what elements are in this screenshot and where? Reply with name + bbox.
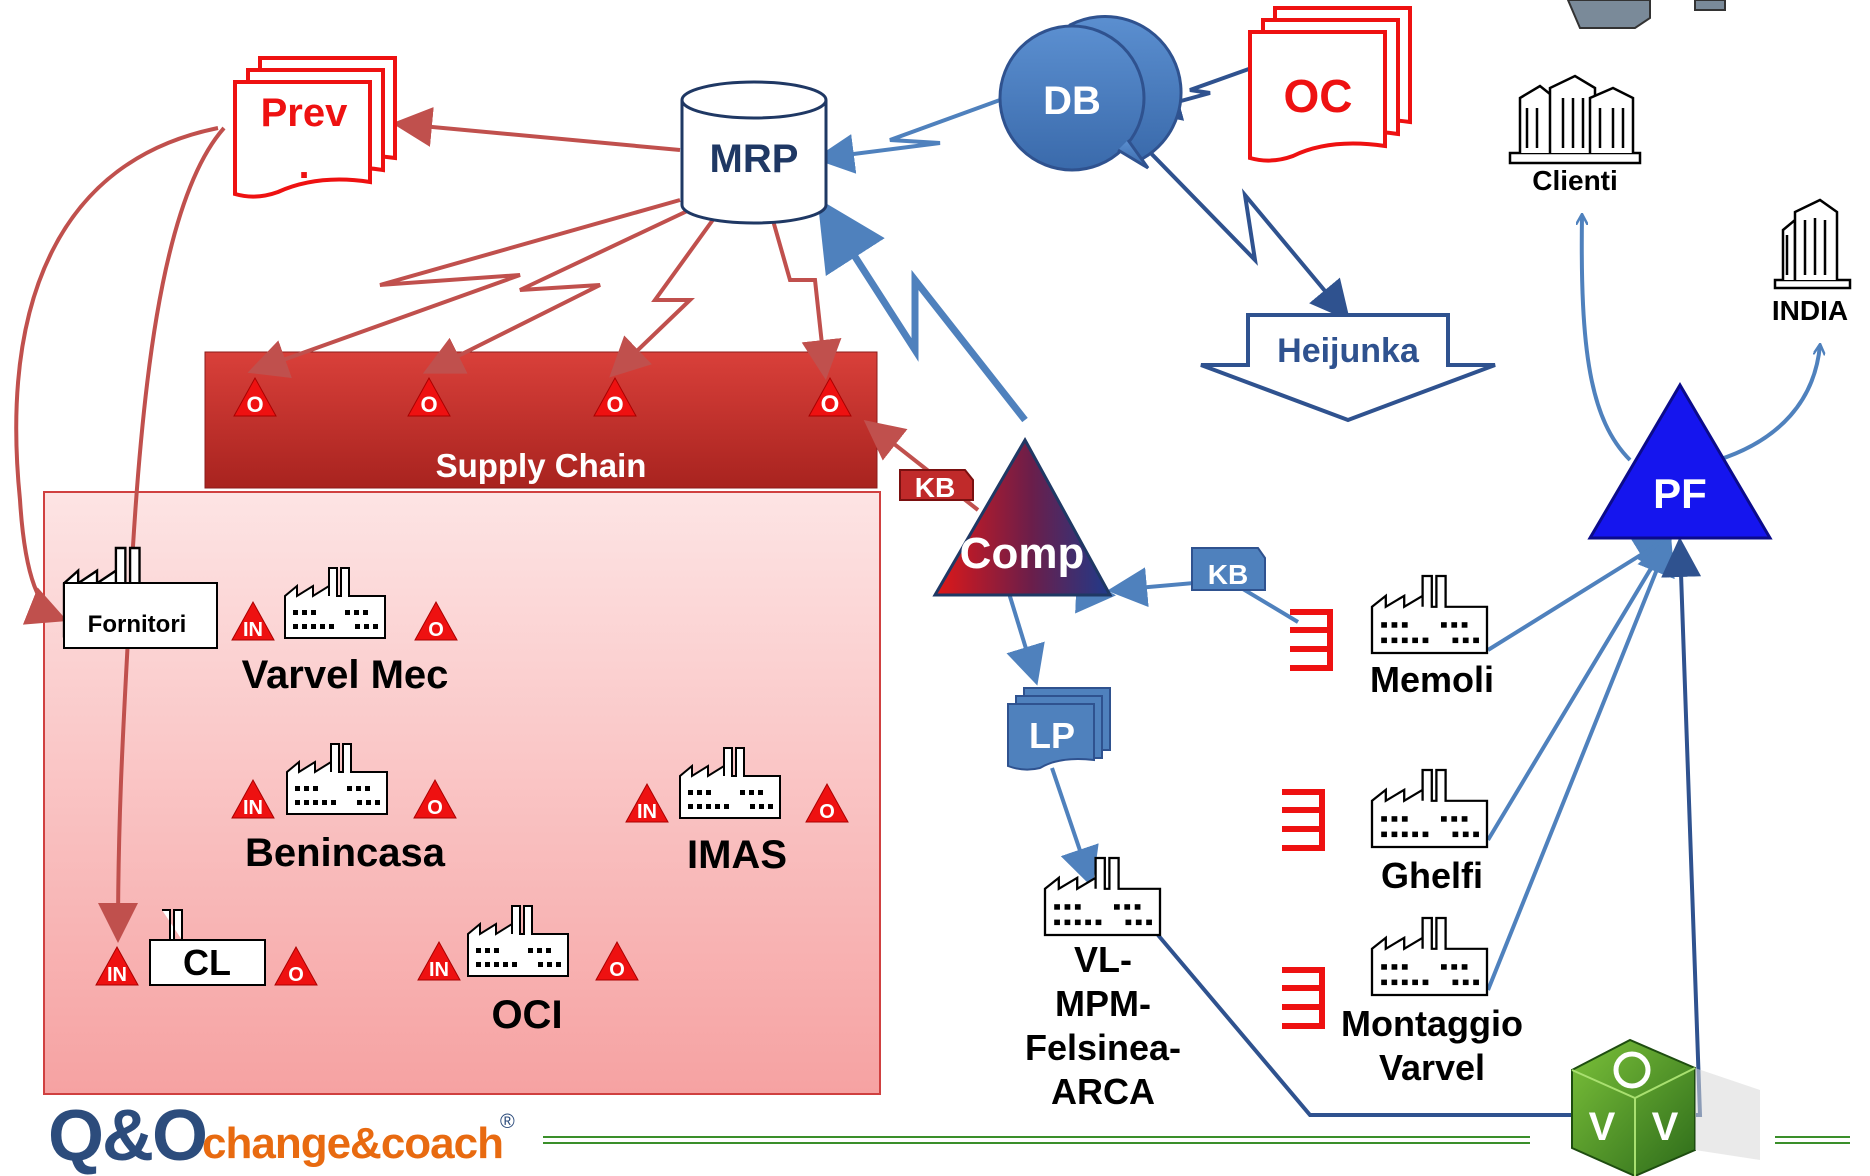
logo-tagline: change&coach [202, 1119, 503, 1168]
in-marker: IN [417, 941, 461, 981]
clienti-label: Clienti [1532, 165, 1618, 196]
svg-text:IN: IN [243, 797, 263, 819]
out-marker: O [595, 941, 639, 981]
buildings-icon [1508, 74, 1642, 165]
vl-group: VL- MPM- Felsinea- ARCA [1025, 856, 1181, 1112]
svg-text:V: V [1652, 1105, 1679, 1149]
factory-icon [1043, 856, 1162, 937]
svg-text:Montaggio: Montaggio [1341, 1003, 1523, 1044]
oci-label: OCI [491, 993, 562, 1037]
mrp-label: MRP [710, 137, 799, 181]
mrp-database: MRP [680, 80, 828, 225]
cl-factory [149, 909, 266, 986]
oc-document: OC [1248, 6, 1412, 163]
memoli-group: Memoli [1290, 574, 1494, 700]
india-label: INDIA [1772, 295, 1848, 326]
oc-label: OC [1284, 70, 1353, 122]
prev-dot: . [298, 143, 309, 187]
lp-node: LP [1007, 687, 1111, 771]
svg-text:V: V [1589, 1105, 1616, 1149]
out-marker: O [414, 601, 458, 641]
logo-reg: ® [500, 1111, 515, 1133]
svg-text:O: O [821, 391, 840, 418]
supply-chain-box [204, 351, 878, 489]
svg-text:O: O [606, 392, 623, 417]
kanban-card-red: KB [899, 469, 974, 503]
cl-label: CL [183, 942, 231, 983]
red-flow-lines [14, 107, 980, 943]
footer-line [543, 1136, 1850, 1144]
svg-text:VL-: VL- [1074, 939, 1132, 980]
ghelfi-label: Ghelfi [1381, 855, 1483, 896]
india-group: INDIA [1772, 198, 1852, 326]
svg-text:O: O [428, 619, 444, 641]
heijunka-label: Heijunka [1277, 332, 1420, 370]
varvel-mec-group: IN O Varvel Mec [231, 567, 458, 697]
imas-label: IMAS [687, 833, 787, 877]
in-marker: IN [231, 601, 275, 641]
db-label: DB [1043, 79, 1101, 123]
factory-icon [1370, 916, 1489, 997]
montaggio-varvel-group: Montaggio Varvel [1282, 916, 1523, 1088]
svg-text:O: O [609, 959, 625, 981]
svg-text:ARCA: ARCA [1051, 1071, 1155, 1112]
out-marker: O [805, 783, 849, 823]
benincasa-label: Benincasa [245, 831, 446, 875]
building-icon [1773, 198, 1852, 290]
svg-text:Felsinea-: Felsinea- [1025, 1027, 1181, 1068]
benincasa-group: IN O Benincasa [231, 743, 457, 875]
out-marker: O [413, 779, 457, 819]
pf-label: PF [1653, 470, 1707, 517]
svg-text:KB: KB [1208, 559, 1248, 590]
heijunka-node: Heijunka [1200, 313, 1496, 423]
in-marker: IN [95, 946, 139, 986]
svg-text:IN: IN [107, 964, 127, 986]
svg-text:O: O [819, 801, 835, 823]
in-marker: IN [231, 779, 275, 819]
svg-text:O: O [246, 392, 263, 417]
pf-node: PF [1587, 382, 1773, 540]
svg-text:MPM-: MPM- [1055, 983, 1151, 1024]
lp-label: LP [1029, 715, 1075, 756]
stock-marker: O [233, 377, 277, 417]
ghelfi-group: Ghelfi [1282, 768, 1489, 896]
svg-text:Varvel: Varvel [1379, 1047, 1485, 1088]
svg-text:IN: IN [637, 801, 657, 823]
supermarket-icon [1282, 792, 1322, 848]
varvel-mec-label: Varvel Mec [242, 653, 449, 697]
out-marker: O [274, 946, 318, 986]
kanban-card-blue: KB [1191, 547, 1266, 591]
supermarket-icon [1282, 970, 1322, 1026]
qo-logo: Q&O change&coach ® [48, 1096, 515, 1176]
comp-node: Comp [932, 436, 1113, 597]
logo-qo: Q&O [48, 1096, 206, 1176]
prev-label: Prev [261, 91, 348, 135]
prev-document: Prev . [233, 56, 397, 199]
stock-marker: O [593, 377, 637, 417]
clienti-group: Clienti [1508, 74, 1642, 196]
memoli-label: Memoli [1370, 659, 1494, 700]
factory-icon [1370, 768, 1489, 849]
svg-text:IN: IN [243, 619, 263, 641]
truck-icon [1566, 0, 1726, 29]
supply-chain-label: Supply Chain [436, 447, 647, 484]
svg-text:KB: KB [915, 472, 955, 503]
in-marker: IN [625, 783, 669, 823]
stock-marker: O [808, 377, 852, 418]
imas-group: IN O IMAS [625, 747, 849, 877]
db-node: DB [998, 14, 1183, 172]
cube-logo: V V [1571, 1038, 1760, 1176]
factory-icon [1370, 574, 1489, 655]
oci-group: IN O OCI [417, 905, 639, 1037]
comp-label: Comp [960, 529, 1085, 578]
svg-text:O: O [420, 392, 437, 417]
fornitori-label: Fornitori [88, 611, 187, 638]
svg-text:O: O [288, 964, 304, 986]
svg-text:O: O [427, 797, 443, 819]
stock-marker: O [407, 377, 451, 417]
cl-group: IN CL O [95, 909, 318, 986]
svg-text:IN: IN [429, 959, 449, 981]
